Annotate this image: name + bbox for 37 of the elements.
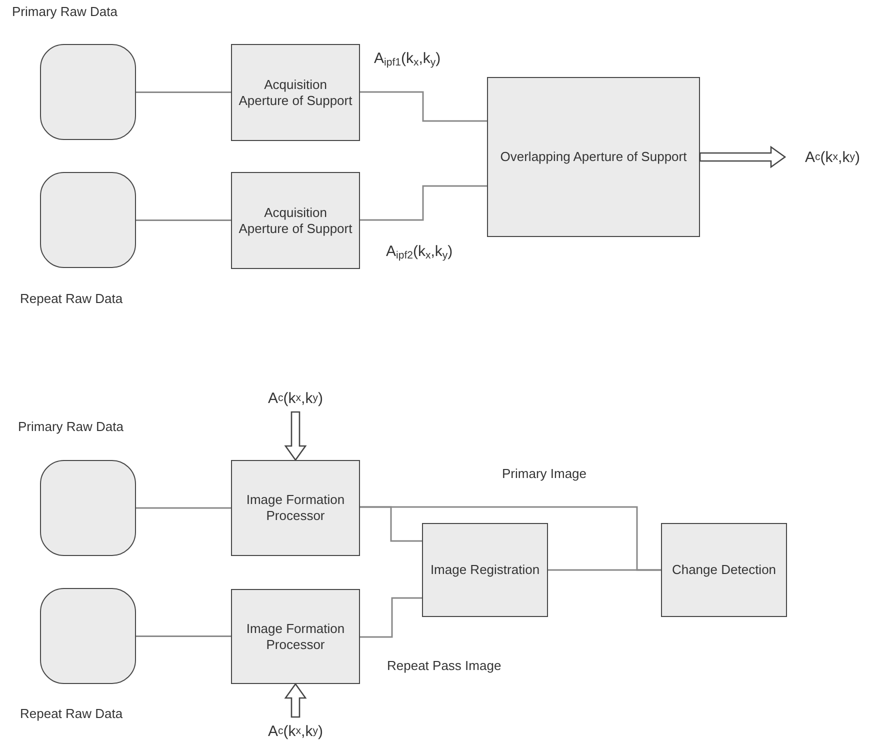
box-label: Overlapping Aperture of Support <box>499 149 688 165</box>
connector-line <box>360 597 422 638</box>
connector-line <box>136 92 231 93</box>
edge-label: A$_{ipf2}$(k$_{x}$,k$_{y}$) <box>386 243 453 262</box>
rounded-box <box>40 588 136 684</box>
box-label: Change Detection <box>670 562 778 578</box>
block-arrow <box>284 411 307 462</box>
process-box <box>231 589 360 684</box>
data-caption: Repeat Raw Data <box>20 706 123 721</box>
process-box <box>231 460 360 556</box>
process-box <box>487 77 700 237</box>
process-box <box>231 172 360 269</box>
rounded-box <box>40 172 136 268</box>
edge-label: Repeat Pass Image <box>387 658 502 673</box>
edge-label: A$_{ipf1}$(k$_{x}$,k$_{y}$) <box>374 50 441 69</box>
connector-line <box>136 636 231 637</box>
process-box <box>661 523 787 617</box>
connector-line <box>136 220 231 221</box>
connector-line <box>360 185 487 221</box>
data-caption: Repeat Raw Data <box>20 291 123 306</box>
box-label: Acquisition Aperture of Support <box>238 76 354 108</box>
box-label: Acquisition Aperture of Support <box>238 204 354 236</box>
connector-line <box>360 91 487 122</box>
box-label: Image Formation Processor <box>245 492 346 524</box>
process-box <box>231 44 360 141</box>
box-label: Image Registration <box>429 562 541 578</box>
connector-line <box>136 507 231 509</box>
rounded-box <box>40 44 136 140</box>
block-arrow <box>699 146 786 168</box>
data-caption: Primary Raw Data <box>12 4 118 19</box>
edge-label: Primary Image <box>502 466 587 481</box>
block-arrow <box>284 682 307 718</box>
rounded-box <box>40 460 136 556</box>
connector-line <box>548 569 661 571</box>
process-box <box>422 523 548 617</box>
data-caption: Primary Raw Data <box>18 419 124 434</box>
box-label: Image Formation Processor <box>245 620 346 652</box>
